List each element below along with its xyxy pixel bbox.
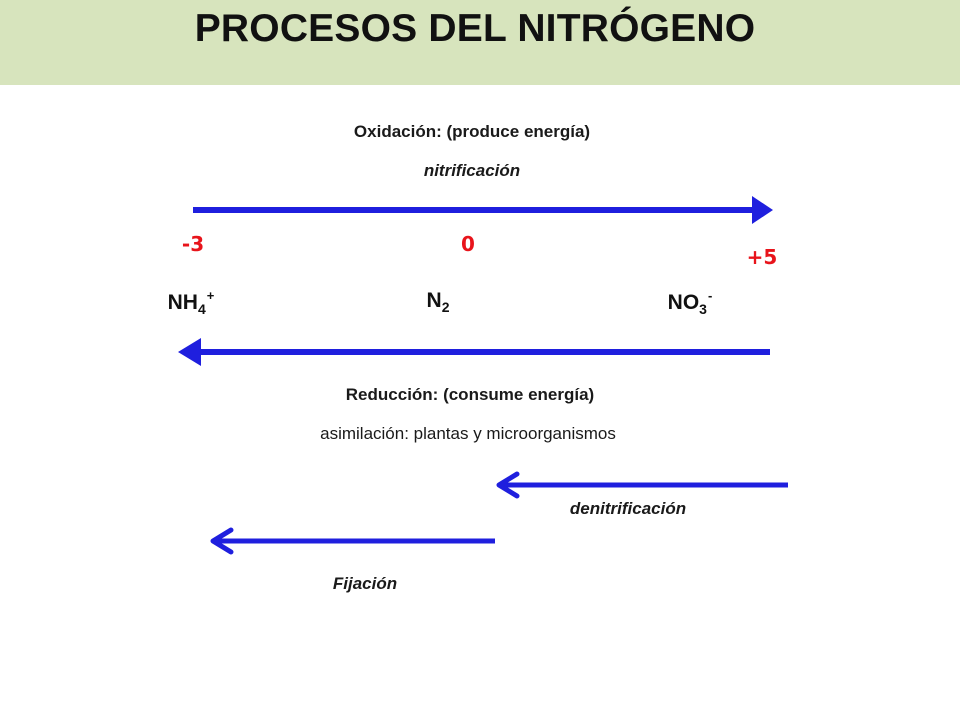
reduction-arrow-head: [178, 338, 201, 366]
title-band: [0, 0, 960, 85]
oxidation-state-ammonium: -3: [181, 232, 205, 256]
fixation-arrow-head: [210, 527, 234, 555]
oxidation-arrow-head: [752, 196, 773, 224]
denitrification-arrow-head: [496, 471, 520, 499]
nitrate-formula-base: NO: [667, 291, 700, 314]
species-ammonium: NH4+: [168, 288, 215, 318]
nitrogen-formula-base: N: [426, 289, 442, 312]
ammonium-formula-subscript: 4: [197, 301, 206, 317]
ammonium-formula-charge: +: [206, 288, 215, 303]
nitrification-label: nitrificación: [423, 161, 521, 180]
nitrate-formula-charge: -: [707, 288, 713, 303]
species-nitrate: NO3-: [668, 288, 713, 318]
denitrification-arrow: [496, 471, 788, 499]
fixation-label: Fijación: [332, 574, 398, 593]
slide-title: PROCESOS DEL NITRÓGENO: [194, 7, 756, 50]
assimilation-label: asimilación: plantas y microorganismos: [320, 424, 616, 443]
nitrate-formula-subscript: 3: [699, 301, 707, 317]
species-nitrogen: N2: [427, 288, 450, 316]
oxidation-label: Oxidación: (produce energía): [353, 122, 591, 141]
oxidation-state-nitrogen: 0: [461, 232, 475, 256]
nitrogen-formula-subscript: 2: [441, 299, 450, 315]
denitrification-label: denitrificación: [569, 499, 687, 518]
fixation-arrow: [210, 527, 495, 555]
reduction-label: Reducción: (consume energía): [345, 385, 595, 404]
ammonium-formula-base: NH: [167, 291, 198, 314]
oxidation-state-nitrate: +5: [746, 245, 778, 269]
reduction-arrow: [178, 338, 770, 366]
oxidation-arrow: [193, 196, 773, 224]
